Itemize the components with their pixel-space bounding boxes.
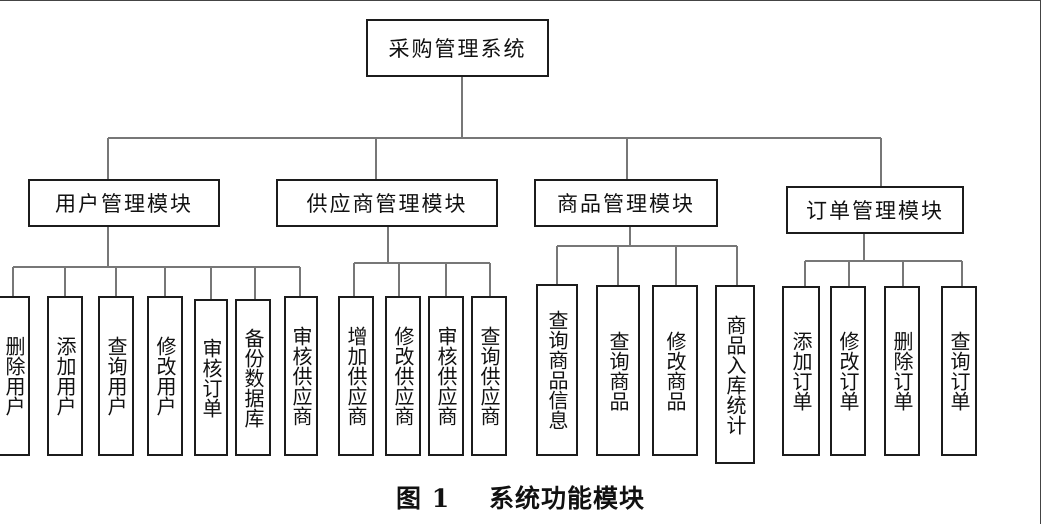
leaf-order-query: 查询订单 — [941, 286, 977, 456]
leaf-user-delete: 删除用户 — [0, 296, 30, 456]
module-supplier-management: 供应商管理模块 — [276, 179, 498, 227]
leaf-product-info-query: 查询商品信息 — [536, 284, 578, 456]
leaf-product-query: 查询商品 — [596, 285, 640, 456]
leaf-order-review: 审核订单 — [194, 299, 228, 456]
module-user-management: 用户管理模块 — [28, 179, 220, 227]
leaf-supplier-modify: 修改供应商 — [385, 296, 421, 456]
leaf-order-add: 添加订单 — [782, 286, 820, 456]
leaf-supplier-query: 查询供应商 — [471, 296, 507, 456]
leaf-supplier-review: 审核供应商 — [284, 296, 318, 456]
leaf-supplier-add: 增加供应商 — [338, 296, 374, 456]
leaf-order-delete: 删除订单 — [884, 286, 920, 456]
module-order-management: 订单管理模块 — [786, 186, 964, 234]
leaf-user-query: 查询用户 — [98, 296, 134, 456]
leaf-product-modify: 修改商品 — [652, 285, 698, 456]
module-product-management: 商品管理模块 — [534, 179, 718, 227]
leaf-product-stock-stats: 商品入库统计 — [715, 285, 755, 464]
leaf-order-modify: 修改订单 — [830, 286, 866, 456]
leaf-supplier-review-2: 审核供应商 — [428, 296, 464, 456]
leaf-database-backup: 备份数据库 — [235, 299, 271, 456]
root-node: 采购管理系统 — [366, 19, 549, 77]
figure-caption: 图 1 系统功能模块 — [396, 484, 645, 513]
leaf-user-add: 添加用户 — [47, 296, 83, 456]
leaf-user-modify: 修改用户 — [147, 296, 183, 456]
